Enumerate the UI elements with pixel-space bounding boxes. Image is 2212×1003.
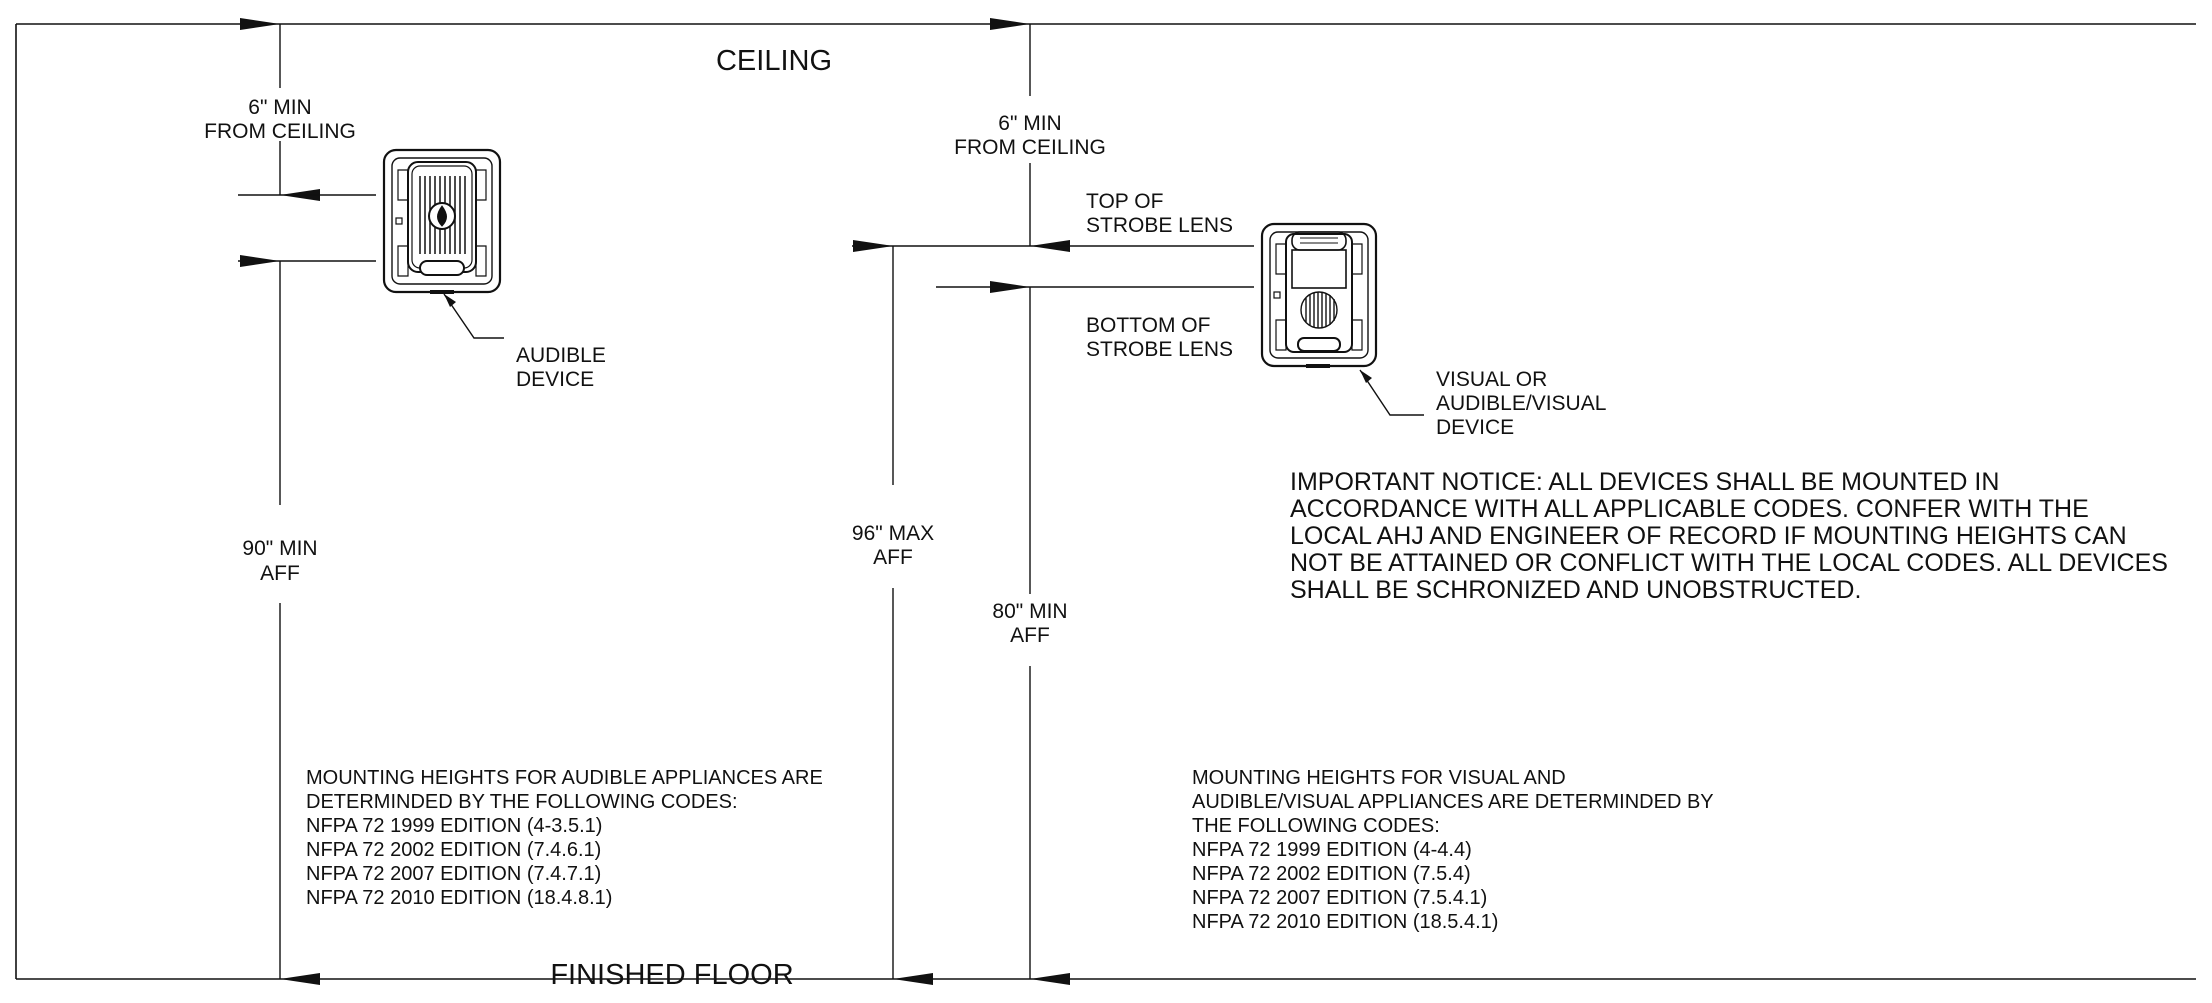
left-90-dim-text: 90" MIN AFF <box>242 537 317 585</box>
max96-line2: AFF <box>873 546 913 569</box>
notice-line-5: SHALL BE SCHRONIZED AND UNOBSTRUCTED. <box>1290 576 1861 604</box>
audible-code-line-1: MOUNTING HEIGHTS FOR AUDIBLE APPLIANCES … <box>306 767 823 789</box>
right-top-dim-text: 6" MIN FROM CEILING <box>954 112 1106 159</box>
left-top-dim-line1: 6" MIN <box>248 96 311 119</box>
right-dimensions <box>852 17 1254 985</box>
audible-device-icon <box>382 148 502 294</box>
bottom-of-lens-text: BOTTOM OF STROBE LENS <box>1086 314 1233 361</box>
left-90-dim-line2: AFF <box>260 562 300 585</box>
visual-code-line-2: AUDIBLE/VISUAL APPLIANCES ARE DETERMINDE… <box>1192 791 1714 813</box>
left-dimensions <box>238 17 376 985</box>
visual-code-line-1: MOUNTING HEIGHTS FOR VISUAL AND <box>1192 767 1566 789</box>
audible-leader-arrow <box>444 294 456 307</box>
bottom-of-lens-line2: STROBE LENS <box>1086 338 1233 361</box>
audible-leader-line <box>443 293 504 339</box>
notice-line-1: IMPORTANT NOTICE: ALL DEVICES SHALL BE M… <box>1290 468 1999 496</box>
audible-codes-block: MOUNTING HEIGHTS FOR AUDIBLE APPLIANCES … <box>306 767 823 909</box>
min80-line2: AFF <box>1010 624 1050 647</box>
audible-code-line-5: NFPA 72 2007 EDITION (7.4.7.1) <box>306 863 601 885</box>
important-notice: IMPORTANT NOTICE: ALL DEVICES SHALL BE M… <box>1290 468 2168 604</box>
min80-dim-text: 80" MIN AFF <box>992 600 1067 647</box>
visual-code-line-6: NFPA 72 2007 EDITION (7.5.4.1) <box>1192 887 1487 909</box>
left-top-dim-text: 6" MIN FROM CEILING <box>204 96 356 143</box>
max96-dim-text: 96" MAX AFF <box>852 522 934 569</box>
min80-line1: 80" MIN <box>992 600 1067 623</box>
visual-label-line1: VISUAL OR <box>1436 368 1547 391</box>
audible-code-line-6: NFPA 72 2010 EDITION (18.4.8.1) <box>306 887 612 909</box>
visual-codes-block: MOUNTING HEIGHTS FOR VISUAL AND AUDIBLE/… <box>1192 767 1714 933</box>
visual-code-line-7: NFPA 72 2010 EDITION (18.5.4.1) <box>1192 911 1498 933</box>
audible-code-line-3: NFPA 72 1999 EDITION (4-3.5.1) <box>306 815 602 837</box>
audible-label-line1: AUDIBLE <box>516 344 606 367</box>
bottom-of-lens-line1: BOTTOM OF <box>1086 314 1210 337</box>
notice-line-4: NOT BE ATTAINED OR CONFLICT WITH THE LOC… <box>1290 549 2168 577</box>
room-outline <box>15 23 2196 980</box>
left-90-dim-line1: 90" MIN <box>242 537 317 560</box>
audible-code-line-2: DETERMINDED BY THE FOLLOWING CODES: <box>306 791 738 813</box>
right-top-dim-line1: 6" MIN <box>998 112 1061 135</box>
visual-leader-arrow <box>1360 370 1372 383</box>
ceiling-label: CEILING <box>716 45 832 77</box>
flame-logo-icon <box>428 202 456 230</box>
visual-leader-line <box>1359 369 1424 416</box>
visual-code-line-5: NFPA 72 2002 EDITION (7.5.4) <box>1192 863 1471 885</box>
strobe-device-icon <box>1260 222 1378 368</box>
audible-code-line-4: NFPA 72 2002 EDITION (7.4.6.1) <box>306 839 601 861</box>
notice-line-2: ACCORDANCE WITH ALL APPLICABLE CODES. CO… <box>1290 495 2089 523</box>
top-of-lens-line1: TOP OF <box>1086 190 1163 213</box>
audible-label-line2: DEVICE <box>516 368 594 391</box>
left-top-dim-line2: FROM CEILING <box>204 120 356 143</box>
visual-code-line-3: THE FOLLOWING CODES: <box>1192 815 1440 837</box>
visual-device-label: VISUAL OR AUDIBLE/VISUAL DEVICE <box>1436 368 1606 439</box>
top-of-lens-text: TOP OF STROBE LENS <box>1086 190 1233 237</box>
audible-device-label: AUDIBLE DEVICE <box>516 344 606 391</box>
finished-floor-label: FINISHED FLOOR <box>550 959 793 991</box>
visual-code-line-4: NFPA 72 1999 EDITION (4-4.4) <box>1192 839 1472 861</box>
right-top-dim-line2: FROM CEILING <box>954 136 1106 159</box>
visual-label-line2: AUDIBLE/VISUAL <box>1436 392 1606 415</box>
max96-line1: 96" MAX <box>852 522 934 545</box>
top-of-lens-line2: STROBE LENS <box>1086 214 1233 237</box>
notice-line-3: LOCAL AHJ AND ENGINEER OF RECORD IF MOUN… <box>1290 522 2127 550</box>
visual-label-line3: DEVICE <box>1436 416 1514 439</box>
